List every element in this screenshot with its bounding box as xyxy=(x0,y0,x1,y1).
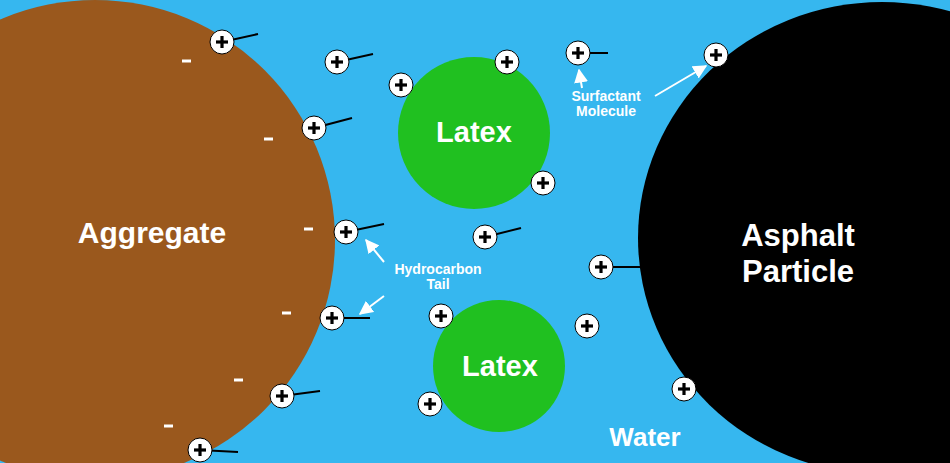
node-text: Latex xyxy=(436,116,512,149)
node-text: Asphalt Particle xyxy=(708,218,888,289)
node-text: Aggregate xyxy=(78,216,226,251)
region-label: Water xyxy=(565,423,725,452)
callout-label: Surfactant Molecule xyxy=(551,89,661,120)
node-text: Latex xyxy=(462,350,538,383)
latex-circle: Latex xyxy=(398,57,550,209)
callout-label: Hydrocarbon Tail xyxy=(383,262,493,293)
